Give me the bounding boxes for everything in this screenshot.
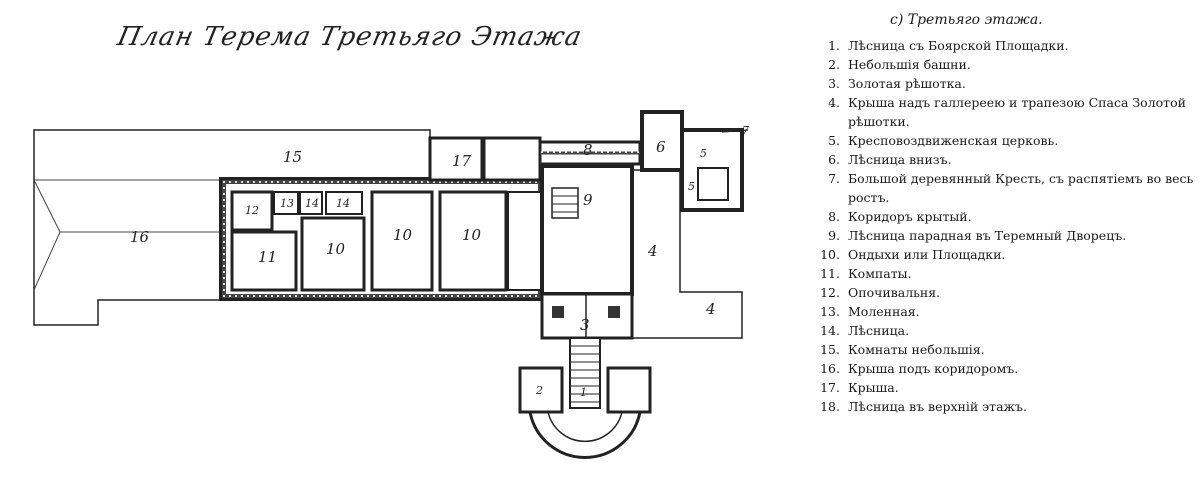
legend-item-number: 2. xyxy=(828,57,840,72)
room-label-9: 9 xyxy=(583,191,593,209)
legend-item-text: Коридоръ крытый. xyxy=(848,209,972,224)
room-label-3: 3 xyxy=(580,316,590,334)
room-label-12: 12 xyxy=(245,204,259,217)
legend-item-number: 8. xyxy=(828,209,840,224)
legend-item-text: Комнаты небольшія. xyxy=(848,342,985,357)
legend-item: 12. Опочивальня. xyxy=(810,283,1195,302)
legend-item: 3. Золотая рѣшотка. xyxy=(810,74,1195,93)
room-label-14b: 14 xyxy=(336,197,350,210)
room-label-13: 13 xyxy=(280,197,294,210)
legend-item-number: 4. xyxy=(828,95,840,110)
legend-item-number: 12. xyxy=(820,285,840,300)
room-14a xyxy=(299,191,323,215)
legend-item-number: 15. xyxy=(820,342,840,357)
room-label-7: 7 xyxy=(742,124,749,137)
legend-item-text: Лѣсница парадная въ Теремный Дворецъ. xyxy=(848,228,1127,243)
legend-item-text: Моленная. xyxy=(848,304,920,319)
room-label-4a: 4 xyxy=(647,242,658,260)
legend-item-number: 1. xyxy=(828,38,840,53)
legend-item: 4. Крыша надъ галлереею и трапезою Спаса … xyxy=(810,93,1195,131)
stair-6 xyxy=(640,110,684,172)
room-label-15: 15 xyxy=(283,148,302,166)
legend-item-text: Лѣсница внизъ. xyxy=(848,152,952,167)
small-rooms xyxy=(507,191,543,291)
room-label-8: 8 xyxy=(583,141,593,159)
legend-item-text: Опочивальня. xyxy=(848,285,941,300)
room-label-10c: 10 xyxy=(462,226,482,244)
legend-item: 15. Комнаты небольшія. xyxy=(810,340,1195,359)
room-10b xyxy=(370,190,434,292)
roof-ridge xyxy=(33,179,61,291)
legend-item: 7. Большой деревянный Кресть, съ распятіе… xyxy=(810,169,1195,207)
legend-item: 9. Лѣсница парадная въ Теремный Дворецъ. xyxy=(810,226,1195,245)
legend-item-text: Лѣсница въ верхній этажъ. xyxy=(848,399,1027,414)
legend-item-text: Крыша надъ галлереею и трапезою Спаса Зо… xyxy=(848,95,1186,129)
legend-item-number: 9. xyxy=(828,228,840,243)
legend-heading: с) Третьяго этажа. xyxy=(890,12,1043,28)
room-label-14a: 14 xyxy=(305,197,319,210)
room-label-4b: 4 xyxy=(705,300,716,318)
room-label-5b: 5 xyxy=(688,180,695,193)
room-label-5a: 5 xyxy=(700,147,707,160)
tower-2-left xyxy=(518,366,564,414)
legend-item-number: 16. xyxy=(820,361,840,376)
legend-item-number: 17. xyxy=(820,380,840,395)
room-11 xyxy=(230,230,298,292)
tower-2-right xyxy=(606,366,652,414)
legend-item-text: Небольшія башни. xyxy=(848,57,971,72)
room-label-10b: 10 xyxy=(393,226,413,244)
legend-item-text: Крыша подъ коридоромъ. xyxy=(848,361,1019,376)
legend-item: 5. Кресповоздвиженская церковь. xyxy=(810,131,1195,150)
room-18 xyxy=(482,136,542,182)
legend-item-number: 5. xyxy=(828,133,840,148)
legend-item: 14. Лѣсница. xyxy=(810,321,1195,340)
legend-item-text: Лѣсница съ Боярской Площадки. xyxy=(848,38,1069,53)
room-14b xyxy=(325,191,363,215)
legend-list: 1. Лѣсница съ Боярской Площадки. 2. Небольш… xyxy=(810,36,1195,416)
legend-item-number: 10. xyxy=(820,247,840,262)
room-17 xyxy=(428,136,484,182)
legend-item-text: Крыша. xyxy=(848,380,899,395)
stair-1 xyxy=(569,337,601,409)
legend-item: 17. Крыша. xyxy=(810,378,1195,397)
legend-item-number: 6. xyxy=(828,152,840,167)
stair-9 xyxy=(540,164,634,296)
room-label-6: 6 xyxy=(656,138,666,156)
legend-item: 18. Лѣсница въ верхній этажъ. xyxy=(810,397,1195,416)
legend-item-text: Ондыхи или Площадки. xyxy=(848,247,1006,262)
landing-arc xyxy=(528,411,642,459)
legend-item-text: Кресповоздвиженская церковь. xyxy=(848,133,1059,148)
room-label-17: 17 xyxy=(452,152,472,170)
room-13 xyxy=(273,191,299,215)
legend-item: 6. Лѣсница внизъ. xyxy=(810,150,1195,169)
legend-item-number: 14. xyxy=(820,323,840,338)
legend-item: 2. Небольшія башни. xyxy=(810,55,1195,74)
legend-item: 8. Коридоръ крытый. xyxy=(810,207,1195,226)
legend-item-number: 13. xyxy=(820,304,840,319)
room-label-1: 1 xyxy=(580,386,587,399)
legend-item: 13. Моленная. xyxy=(810,302,1195,321)
room-label-10a: 10 xyxy=(326,240,346,258)
legend-item-number: 11. xyxy=(820,266,840,281)
legend-item-number: 18. xyxy=(820,399,840,414)
room-10a xyxy=(300,216,366,292)
room-12 xyxy=(230,190,274,232)
legend-item: 10. Ондыхи или Площадки. xyxy=(810,245,1195,264)
legend-item-number: 7. xyxy=(828,171,840,186)
legend: с) Третьяго этажа. 1. Лѣсница съ Боярской… xyxy=(810,12,1195,416)
legend-item-number: 3. xyxy=(828,76,840,91)
legend-item-text: Лѣсница. xyxy=(848,323,910,338)
legend-item: 1. Лѣсница съ Боярской Площадки. xyxy=(810,36,1195,55)
room-10c xyxy=(438,190,508,292)
legend-item: 11. Компаты. xyxy=(810,264,1195,283)
legend-item: 16. Крыша подъ коридоромъ. xyxy=(810,359,1195,378)
legend-item-text: Большой деревянный Кресть, съ распятіемъ… xyxy=(848,171,1194,205)
room-label-11: 11 xyxy=(258,248,277,266)
room-label-2: 2 xyxy=(535,384,543,397)
legend-item-text: Компаты. xyxy=(848,266,912,281)
legend-item-text: Золотая рѣшотка. xyxy=(848,76,966,91)
room-label-16: 16 xyxy=(130,228,150,246)
floor-plan: 15 16 17 12 13 14 14 11 10 10 10 8 9 6 5… xyxy=(33,110,749,459)
